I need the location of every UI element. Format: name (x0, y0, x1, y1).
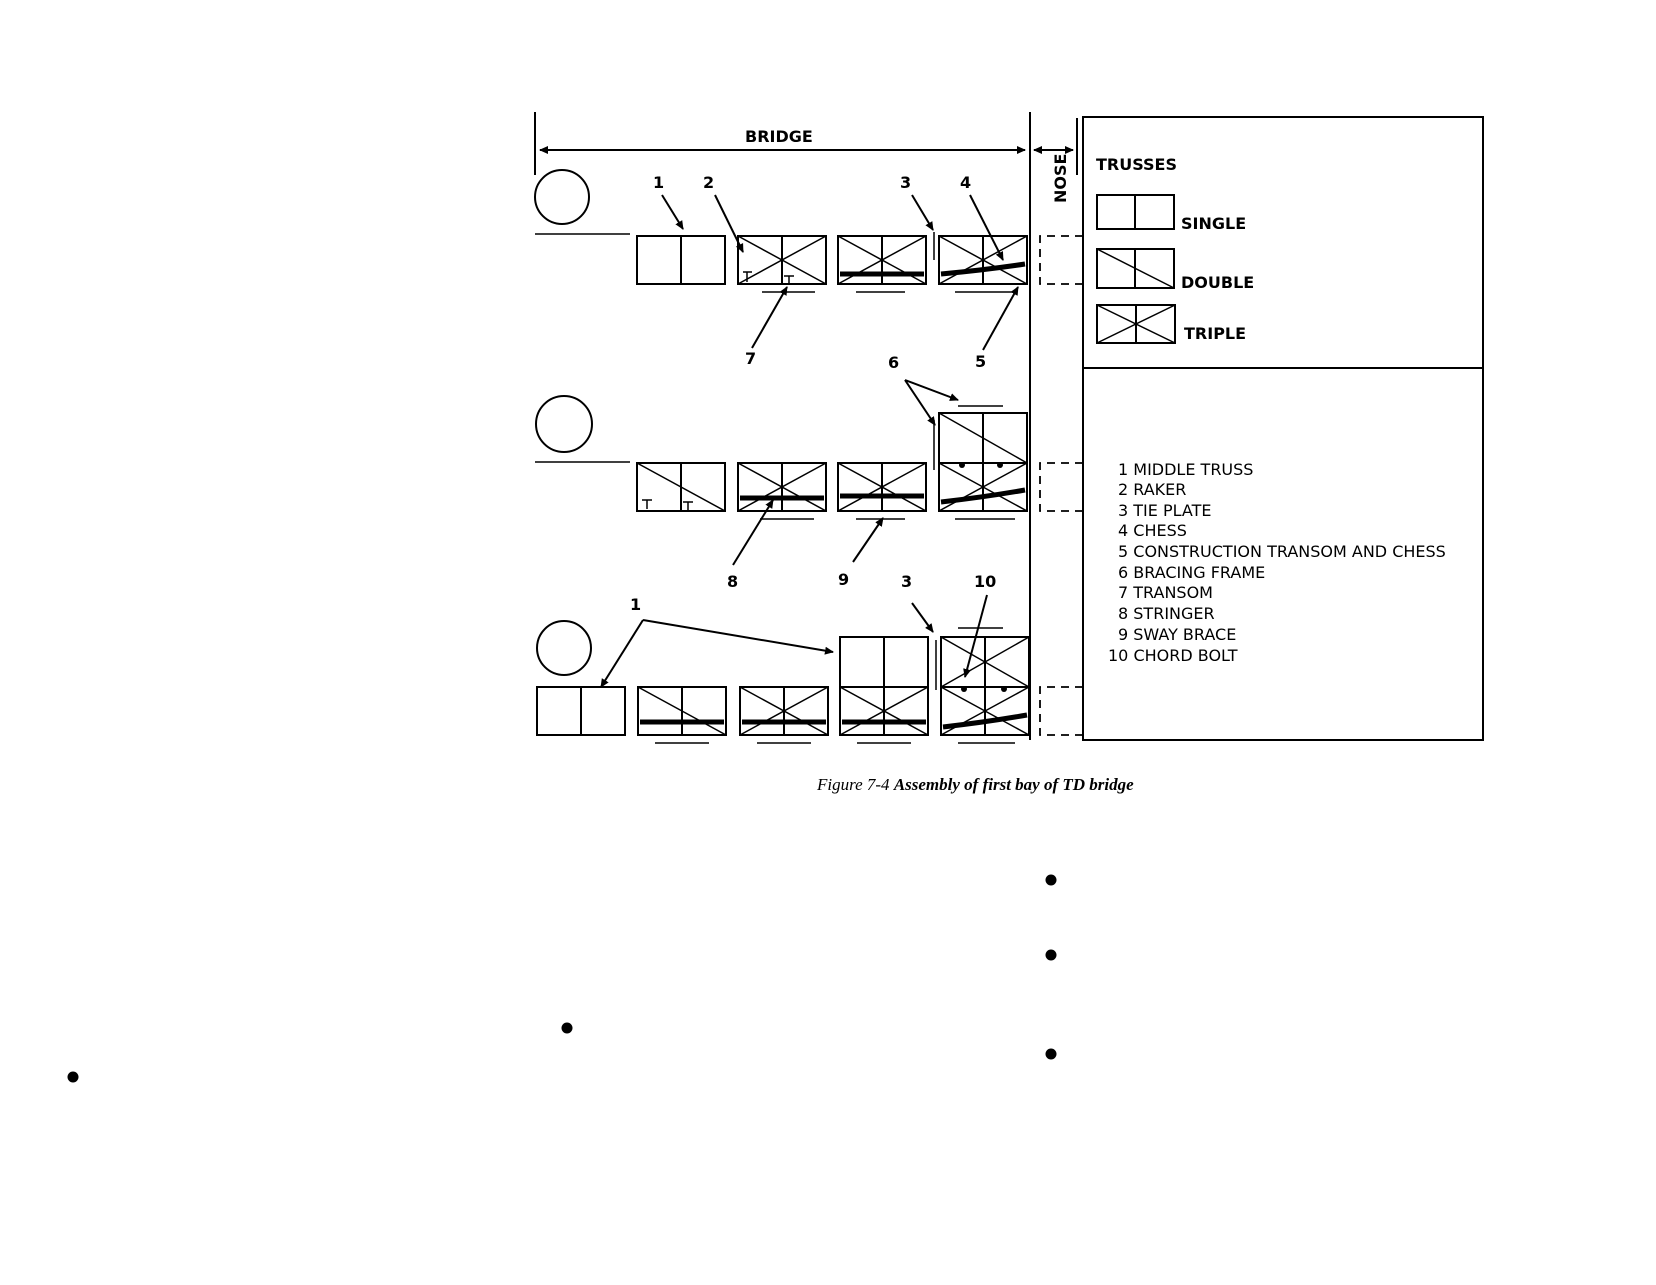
key-item: 2 RAKER (1118, 480, 1186, 499)
callout-7: 7 (745, 349, 756, 368)
roller-2 (535, 395, 593, 453)
key-item: 8 STRINGER (1118, 604, 1215, 623)
row-2-panels (535, 405, 1083, 520)
callout-arrows (600, 194, 1019, 688)
page-bullets (67, 874, 1057, 1083)
key-item: 5 CONSTRUCTION TRANSOM AND CHESS (1118, 542, 1446, 561)
callout-10: 10 (974, 572, 996, 591)
legend-box (1082, 116, 1484, 741)
row-1-panels (535, 232, 1083, 293)
legend-double-swatch (1096, 248, 1175, 289)
legend-title: TRUSSES (1096, 155, 1177, 174)
parts-key-list: 1 MIDDLE TRUSS 2 RAKER 3 TIE PLATE 4 CHE… (1108, 460, 1446, 665)
callout-6: 6 (888, 353, 899, 372)
legend-triple-label: TRIPLE (1184, 324, 1246, 343)
key-item: 7 TRANSOM (1118, 583, 1213, 602)
callout-3b: 3 (901, 572, 912, 591)
bridge-label: BRIDGE (745, 127, 813, 146)
nose-label: NOSE (1051, 154, 1070, 203)
key-item: 9 SWAY BRACE (1118, 625, 1236, 644)
roller-3 (536, 620, 592, 676)
dimension-lines (534, 112, 1078, 740)
bullet-dot (1045, 1048, 1057, 1060)
legend-single-label: SINGLE (1181, 214, 1246, 233)
bullet-dot (561, 1022, 573, 1034)
callout-2: 2 (703, 173, 714, 192)
callout-4: 4 (960, 173, 971, 192)
key-item: 6 BRACING FRAME (1118, 563, 1265, 582)
bullet-dot (67, 1071, 79, 1083)
key-item: 1 MIDDLE TRUSS (1118, 460, 1253, 479)
callout-1: 1 (653, 173, 664, 192)
legend-triple-swatch (1096, 304, 1176, 344)
callout-1b: 1 (630, 595, 641, 614)
bullet-dot (1045, 949, 1057, 961)
legend-double-label: DOUBLE (1181, 273, 1254, 292)
caption-title: Assembly of first bay of TD bridge (893, 775, 1134, 794)
row-3-panels (536, 627, 1083, 744)
key-item: 10 CHORD BOLT (1108, 646, 1238, 665)
callout-3: 3 (900, 173, 911, 192)
bullet-dot (1045, 874, 1057, 886)
key-item: 3 TIE PLATE (1118, 501, 1211, 520)
callout-9: 9 (838, 570, 849, 589)
roller-1 (534, 169, 590, 225)
key-item: 4 CHESS (1118, 521, 1187, 540)
figure-caption: Figure 7-4 Assembly of first bay of TD b… (816, 775, 1134, 794)
caption-prefix: Figure 7-4 (816, 775, 894, 794)
legend-single-swatch (1096, 194, 1175, 230)
callout-5: 5 (975, 352, 986, 371)
callout-8: 8 (727, 572, 738, 591)
